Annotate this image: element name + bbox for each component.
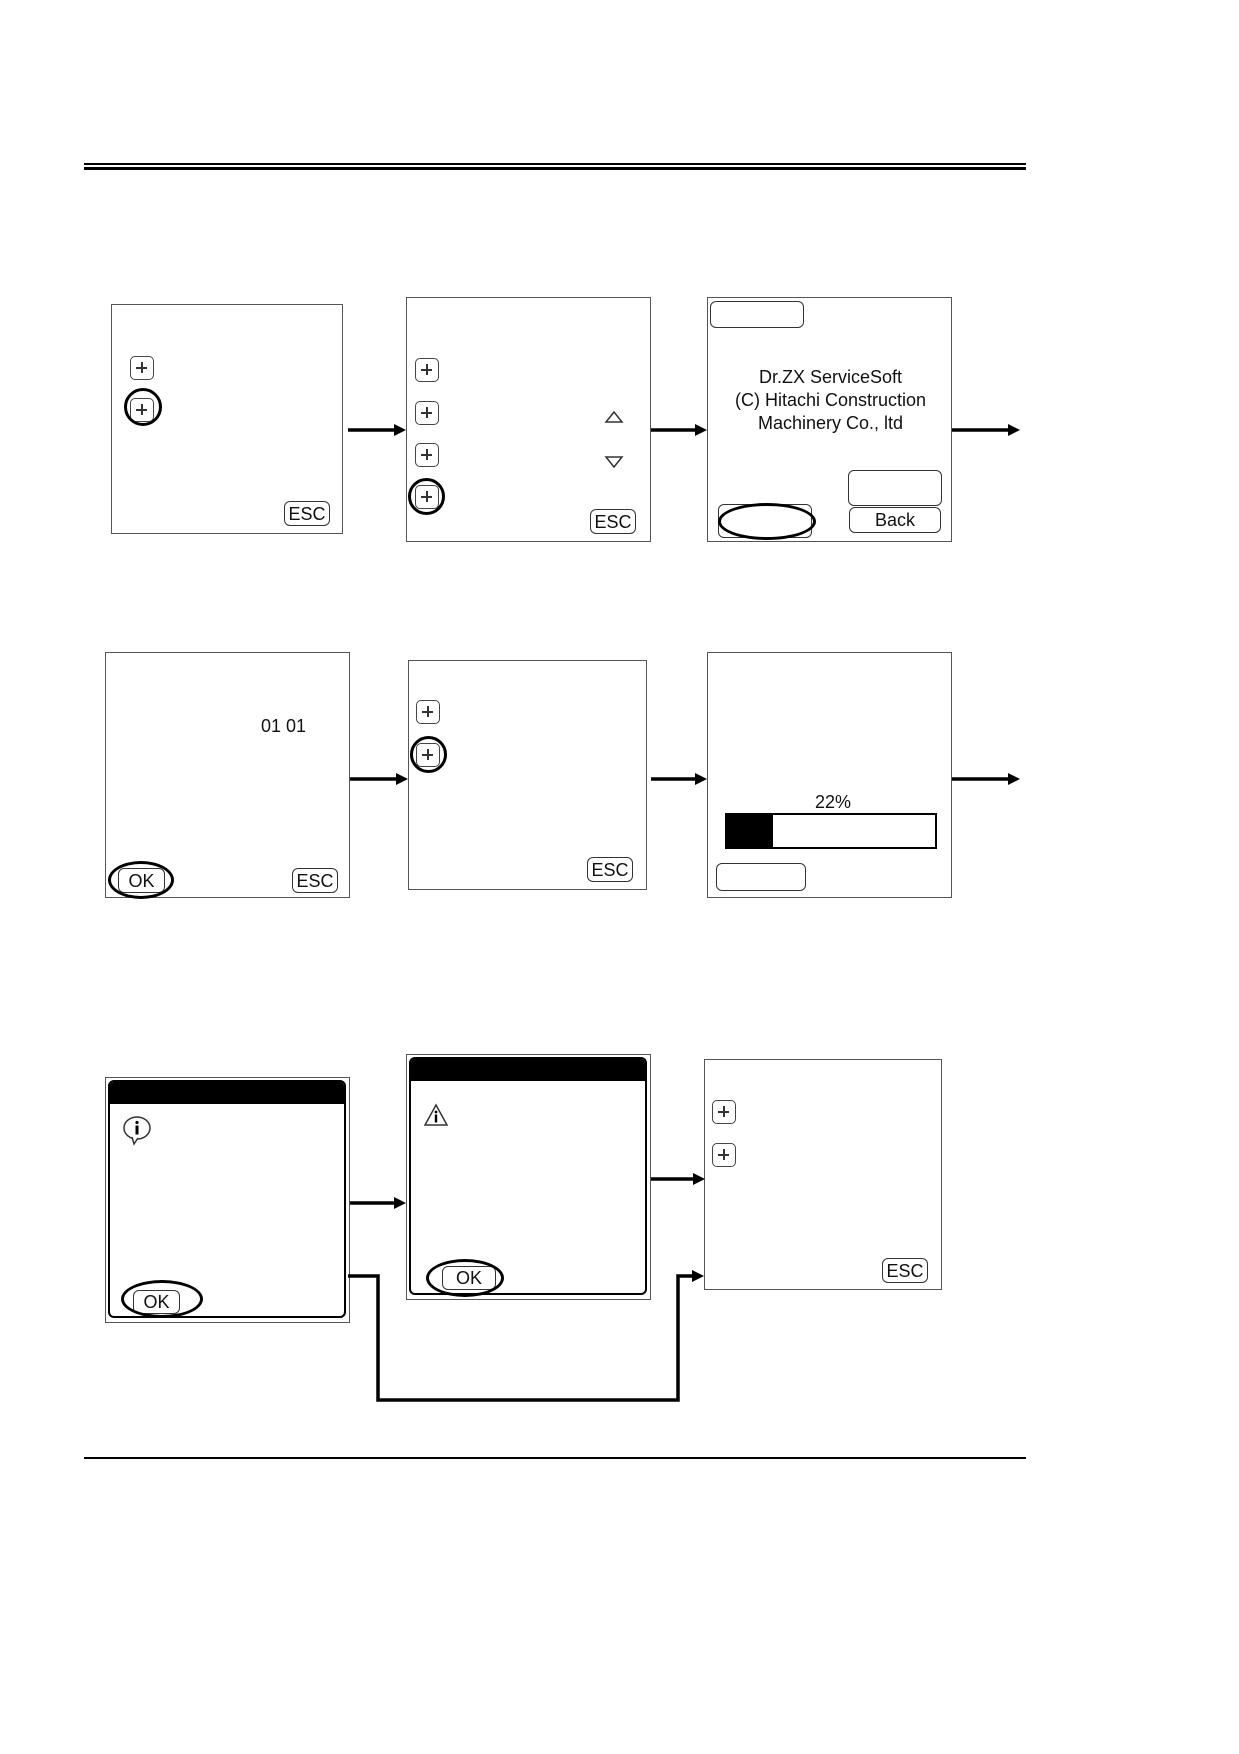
header-rule-thin: [84, 163, 1026, 165]
row2-screen3: 22%: [707, 652, 952, 898]
info-icon: [123, 1116, 151, 1146]
cancel-button[interactable]: [716, 863, 806, 891]
dialog-frame: OK: [108, 1080, 346, 1318]
menu-expand-button-1[interactable]: [130, 356, 154, 380]
flow-arrow: [350, 773, 408, 785]
dialog-titlebar: [110, 1082, 344, 1104]
menu-expand-button-1[interactable]: [415, 358, 439, 382]
back-button[interactable]: Back: [849, 507, 941, 533]
progress-percent: 22%: [814, 792, 852, 812]
flow-arrow: [651, 424, 707, 436]
footer-rule: [84, 1457, 1026, 1459]
flow-arrow: [952, 424, 1020, 436]
dialog-frame: OK: [409, 1057, 647, 1295]
about-line-3: Machinery Co., ltd: [757, 413, 904, 433]
esc-button[interactable]: ESC: [292, 868, 338, 893]
menu-expand-button-1[interactable]: [712, 1100, 736, 1124]
menu-expand-button-2[interactable]: [416, 743, 440, 767]
menu-expand-button-2[interactable]: [415, 401, 439, 425]
row1-screen3: Dr.ZX ServiceSoft (C) Hitachi Constructi…: [707, 297, 952, 542]
ok-button[interactable]: OK: [442, 1266, 496, 1290]
menu-expand-button-1[interactable]: [416, 700, 440, 724]
dialog-titlebar: [411, 1059, 645, 1081]
row1-screen2: ESC: [406, 297, 651, 542]
top-left-button[interactable]: [710, 301, 804, 328]
esc-button[interactable]: ESC: [284, 501, 330, 526]
flow-arrow: [350, 1197, 406, 1209]
bypass-flow-arrow: [348, 1270, 704, 1402]
row3-screen3: ESC: [704, 1059, 942, 1290]
esc-button[interactable]: ESC: [587, 857, 633, 882]
blank-button[interactable]: [848, 470, 942, 506]
flow-arrow: [348, 424, 406, 436]
row2-screen1: 01 01 OK ESC: [105, 652, 350, 899]
ok-button[interactable]: OK: [118, 868, 165, 893]
row2-screen2: ESC: [408, 660, 647, 890]
flow-arrow: [651, 1173, 705, 1185]
triangle-down-icon[interactable]: [604, 456, 624, 469]
menu-expand-button-2[interactable]: [130, 398, 154, 422]
progress-bar-fill: [727, 815, 773, 847]
flow-arrow: [952, 773, 1020, 785]
esc-button[interactable]: ESC: [590, 509, 636, 534]
ok-button[interactable]: OK: [133, 1290, 180, 1314]
flow-arrow: [651, 773, 707, 785]
menu-expand-button-4[interactable]: [415, 485, 439, 509]
warning-icon: [423, 1103, 449, 1126]
triangle-up-icon[interactable]: [604, 410, 624, 423]
value-display: 01 01: [261, 716, 307, 736]
progress-bar: [725, 813, 937, 849]
row3-screen2: OK: [406, 1054, 651, 1300]
bottom-left-button[interactable]: [718, 504, 812, 538]
about-line-1: Dr.ZX ServiceSoft: [758, 367, 903, 387]
menu-expand-button-2[interactable]: [712, 1143, 736, 1167]
row1-screen1: ESC: [111, 304, 343, 534]
row3-screen1: OK: [105, 1077, 350, 1323]
header-rule-thick: [84, 167, 1026, 170]
esc-button[interactable]: ESC: [882, 1258, 928, 1283]
menu-expand-button-3[interactable]: [415, 443, 439, 467]
about-line-2: (C) Hitachi Construction: [734, 390, 927, 410]
